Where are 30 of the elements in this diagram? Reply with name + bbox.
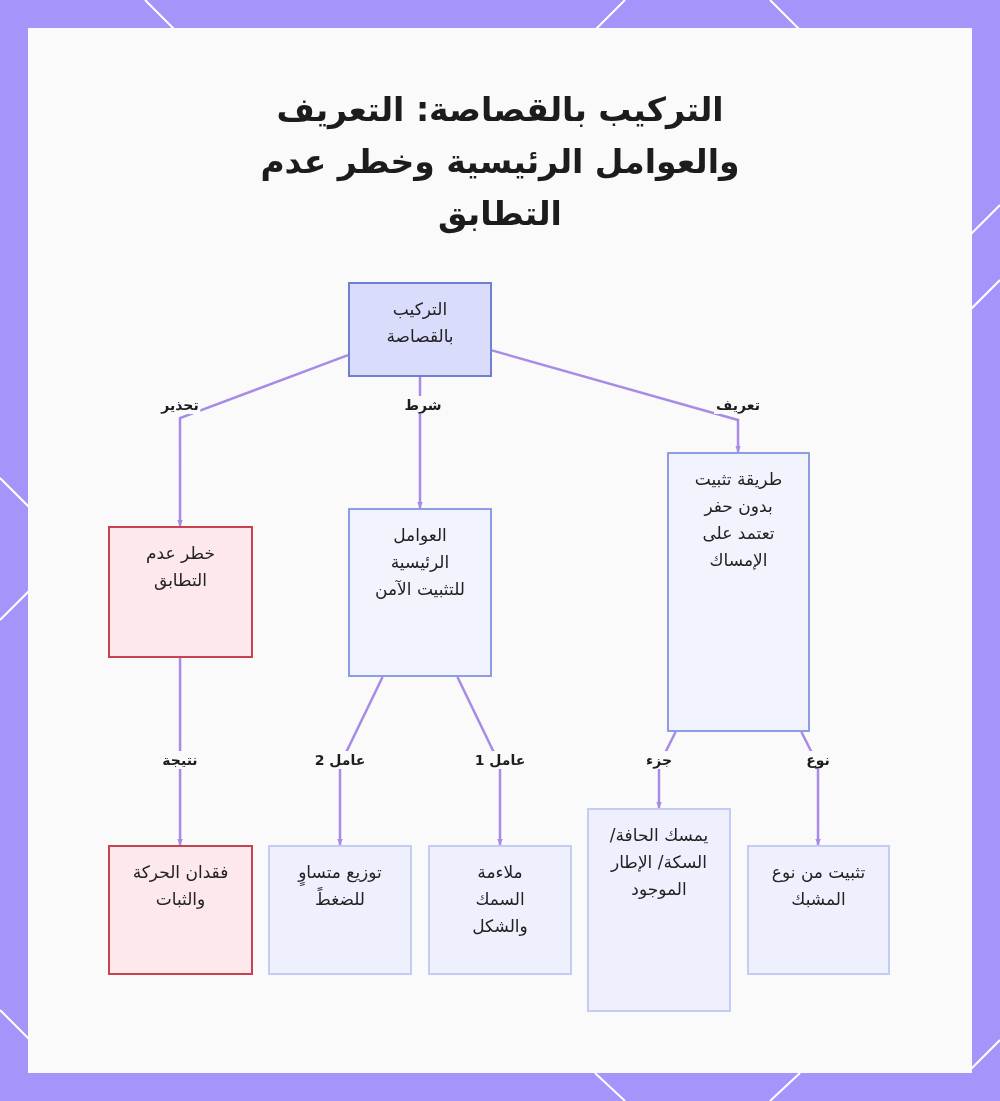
node-text: يمسك الحافة/ السكة/ الإطار الموجود <box>609 824 709 901</box>
arrow <box>800 731 821 846</box>
process-box <box>348 282 492 377</box>
process-box <box>667 452 810 732</box>
node-text: ملاءمة السمك والشكل <box>471 861 529 938</box>
arrow <box>491 349 741 453</box>
arrow <box>177 353 349 527</box>
arrow <box>337 676 384 846</box>
process-box <box>587 808 731 1012</box>
node-text: توزيع متساوٍ للضغطً <box>296 861 383 911</box>
warning-box <box>108 845 253 975</box>
process-box <box>268 845 412 975</box>
edge-label: شرط <box>402 396 444 414</box>
edge-label: نوع <box>804 751 832 769</box>
process-box <box>428 845 572 975</box>
process-box <box>348 508 492 677</box>
node-text: فقدان الحركة والثبات <box>131 861 230 911</box>
node-text: العوامل الرئيسية للتثبيت الآمن <box>374 524 466 601</box>
arrow <box>417 377 423 509</box>
node-text: طريقة تثبيت بدون حفر تعتمد على الإمساك <box>693 468 784 572</box>
node-text: خطر عدم التطابق <box>145 542 216 592</box>
diagram-title: التركيب بالقصاصة: التعريف والعوامل الرئيسية وخطر عدم التطابق <box>259 89 741 236</box>
edge-label: جزء <box>644 751 674 769</box>
arrow <box>177 658 183 846</box>
arrow <box>456 676 503 846</box>
warning-box <box>108 526 253 658</box>
process-box <box>747 845 890 975</box>
node-text: التركيب بالقصاصة <box>385 298 455 348</box>
edge-label: نتيجة <box>160 751 200 769</box>
node-text: تثبيت من نوع المشبك <box>770 861 867 911</box>
